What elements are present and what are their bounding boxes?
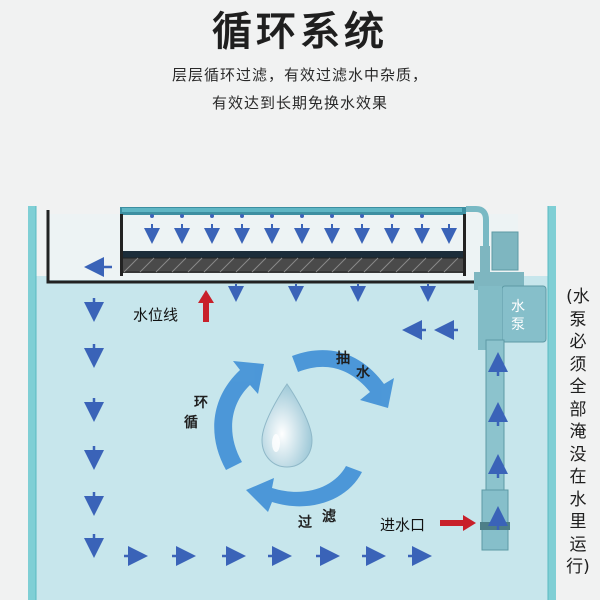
tank-wall-right <box>548 206 556 600</box>
tank-wall-left <box>28 206 36 600</box>
pump-label-char-1: 水 <box>511 299 525 315</box>
water-line-arrow <box>198 290 214 322</box>
water-line-label: 水位线 <box>133 306 179 324</box>
filter-label-1: 过 <box>298 515 312 531</box>
pump-water-label-2: 水 <box>356 365 370 381</box>
cycle-label-1: 循 <box>184 415 198 431</box>
pump-label-char-2: 泵 <box>511 317 525 333</box>
page-title: 循环系统 <box>212 9 388 55</box>
filter-label-2: 滤 <box>322 509 336 525</box>
drip-dots <box>150 214 424 218</box>
pump-water-label-1: 抽 <box>336 351 350 367</box>
top-filter-box <box>46 207 518 284</box>
subtitle-line-2: 有效达到长期免换水效果 <box>211 94 388 112</box>
inlet-label: 进水口 <box>380 516 426 534</box>
pump-label: 水 泵 <box>508 298 528 334</box>
below-filter-arrows <box>228 284 436 302</box>
cycle-label-2: 环 <box>194 395 208 411</box>
water-drop-icon <box>261 383 313 468</box>
circulation-arrows <box>84 257 508 566</box>
inlet-arrow <box>440 515 476 531</box>
pump-submerge-note: (水泵必须全部淹没在水里运行) <box>566 287 590 577</box>
filter-down-arrows <box>144 224 457 244</box>
subtitle-line-1: 层层循环过滤，有效过滤水中杂质， <box>171 66 428 84</box>
cycle-arrows <box>214 350 394 512</box>
